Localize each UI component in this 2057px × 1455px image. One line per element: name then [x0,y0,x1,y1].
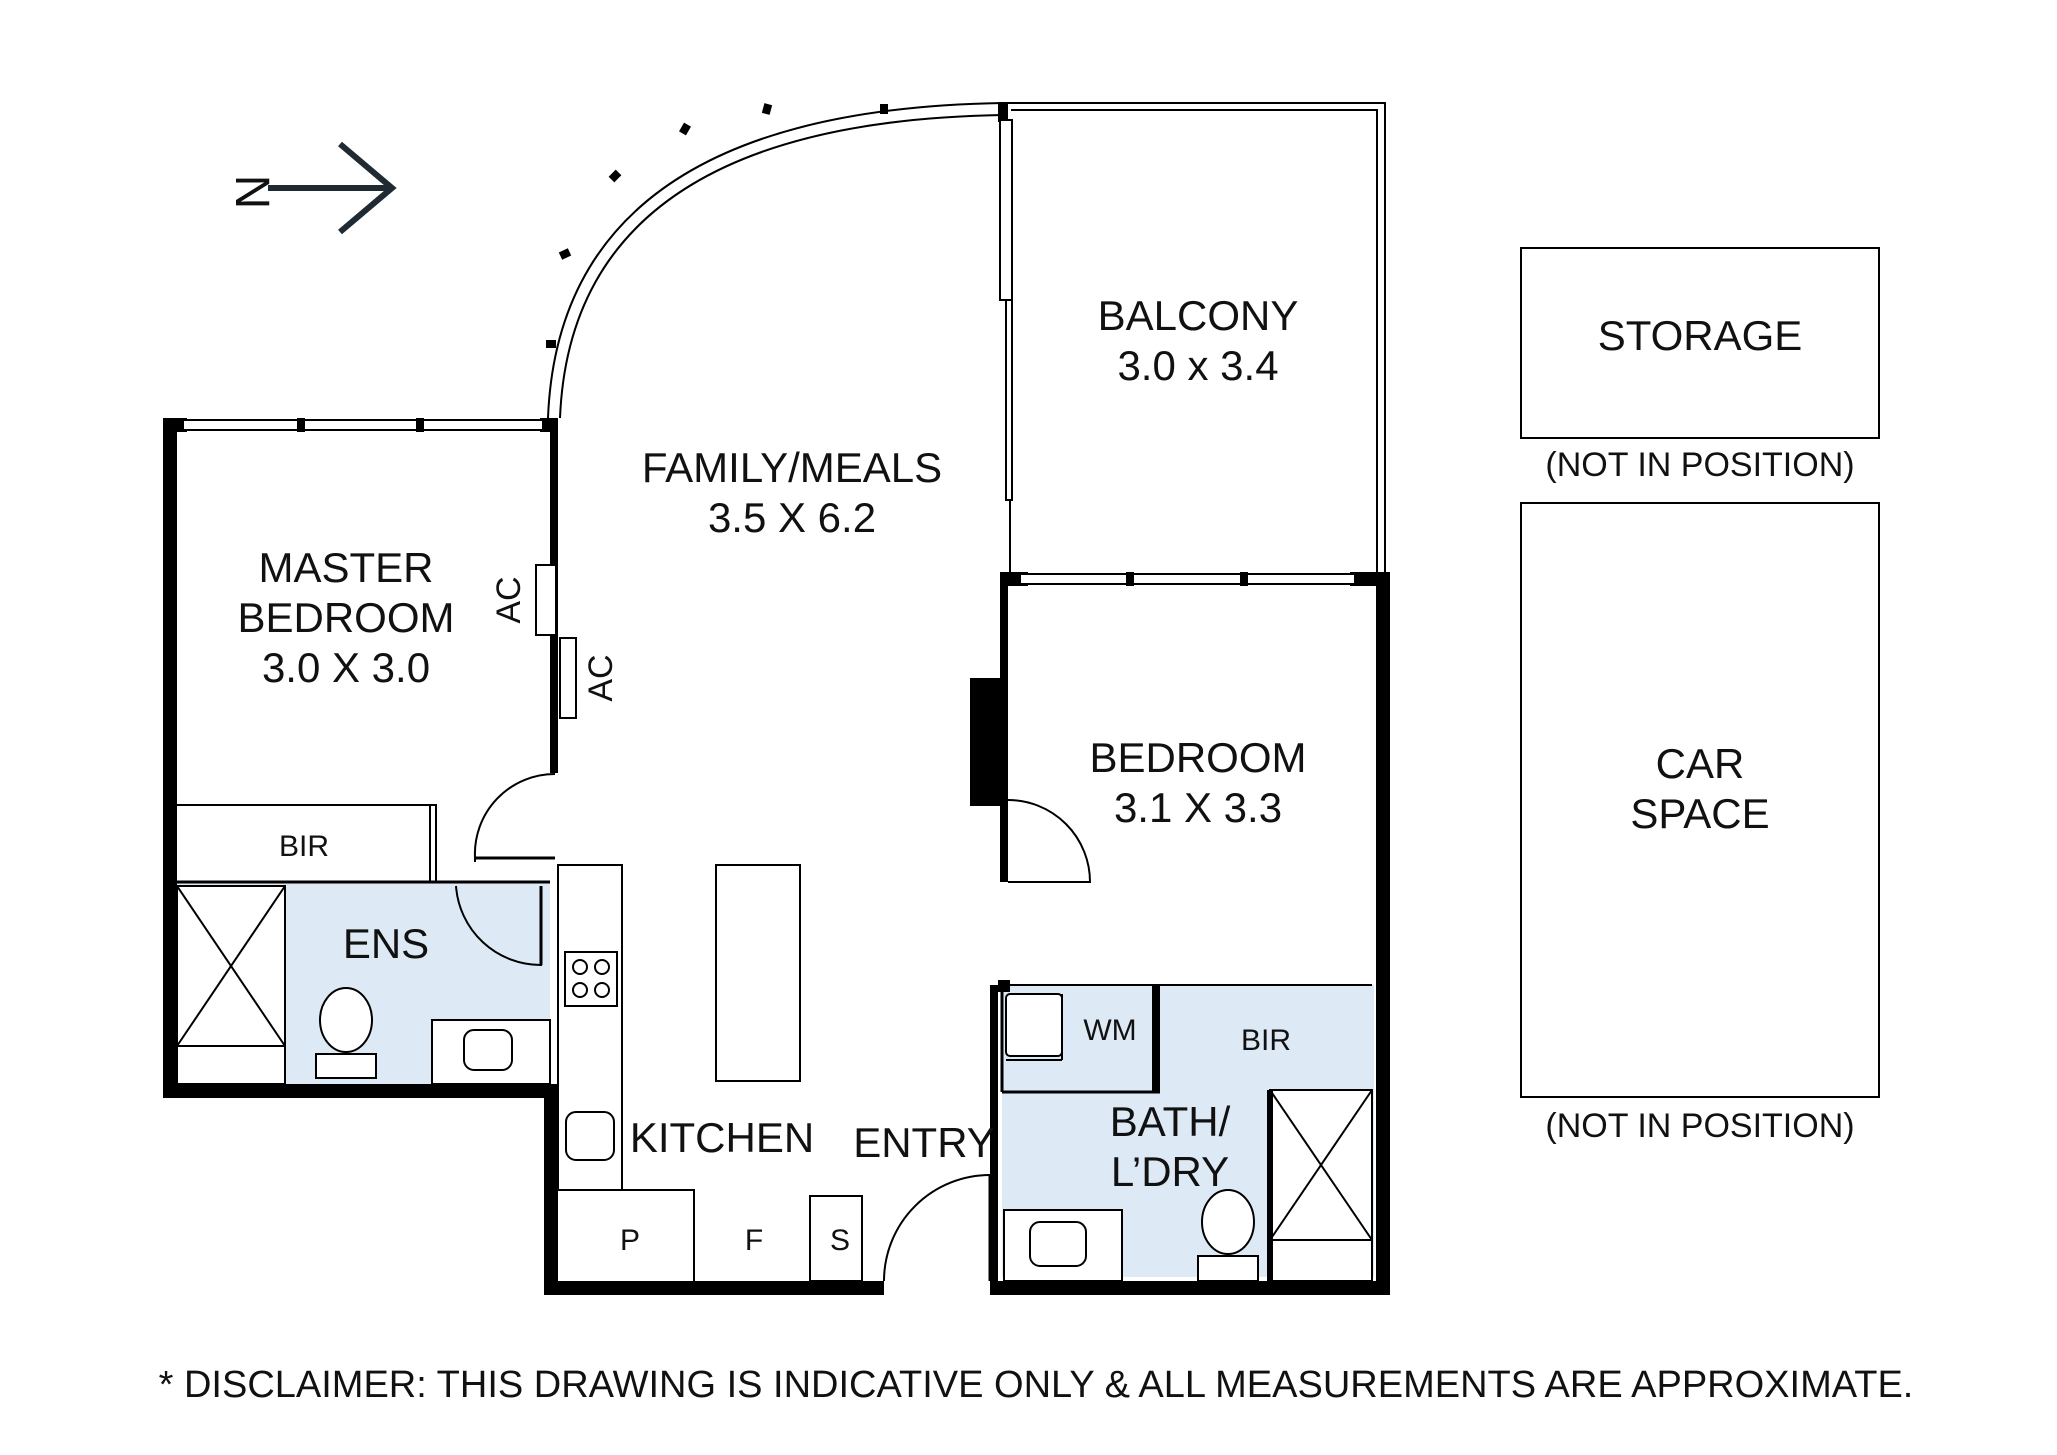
ac-label-2: AC [582,654,620,701]
ac-unit-1 [535,564,557,636]
ac-label-1: AC [490,576,528,623]
storage-box [1520,247,1880,439]
storage-note: (NOT IN POSITION) [1545,446,1854,484]
master-name-1: MASTER [258,544,433,591]
balcony-size: 3.0 x 3.4 [1117,342,1278,389]
arrow-right-icon [268,141,397,235]
disclaimer: * DISCLAIMER: THIS DRAWING IS INDICATIVE… [159,1364,1914,1406]
master-name-2: BEDROOM [237,594,454,641]
car-space-note: (NOT IN POSITION) [1545,1107,1854,1145]
kitchen-fixtures [557,864,992,1282]
master-size: 3.0 X 3.0 [262,644,430,691]
ensuite-door [455,885,542,967]
ensuite-fixtures [176,885,551,1085]
car-space-label-1: CAR [1656,740,1745,787]
ens-label: ENS [343,920,429,967]
exterior-walls [163,418,1390,1295]
bedroom-window [1019,572,1356,586]
bedroom-internals [998,799,1372,1094]
entry-label: ENTRY [853,1119,995,1166]
pantry-label: P [620,1224,640,1257]
bath-toilet [1201,1189,1255,1255]
balcony-name: BALCONY [1098,292,1299,339]
north-letter: N [225,175,278,210]
pantry [558,1189,695,1281]
bedroom-door [1007,799,1092,883]
master-bir-label: BIR [279,830,329,863]
s-label: S [830,1224,850,1257]
bedroom-name: BEDROOM [1089,734,1306,781]
entry-door [883,1174,991,1282]
family-name: FAMILY/MEALS [642,444,942,491]
cooktop [564,951,618,1007]
washing-machine [1005,993,1063,1057]
island-bench [715,864,801,1082]
kitchen-label: KITCHEN [630,1114,814,1161]
s-cupboard [809,1195,863,1282]
ac-unit-2 [559,637,577,719]
bath-fixtures [1003,1089,1373,1282]
curved-window [547,102,1006,419]
master-window [182,418,544,432]
family-size: 3.5 X 6.2 [708,494,876,541]
compass: N [225,141,397,235]
storage-label: STORAGE [1598,312,1803,359]
master-door [473,772,556,862]
window-mullions [546,102,1008,348]
bath-label-2: L’DRY [1111,1148,1229,1195]
ens-toilet [319,987,373,1053]
wm-label: WM [1083,1014,1136,1047]
bedroom-bir-label: BIR [1241,1024,1291,1057]
kitchen-sink [565,1111,615,1161]
car-space-box [1520,502,1880,1098]
car-space-label-2: SPACE [1630,790,1769,837]
master-internals [177,564,577,967]
bedroom-size: 3.1 X 3.3 [1114,784,1282,831]
fridge-label: F [745,1224,763,1257]
balcony-outline [999,102,1386,575]
ens-shower-base [176,1045,286,1085]
bath-label-1: BATH/ [1110,1098,1231,1145]
